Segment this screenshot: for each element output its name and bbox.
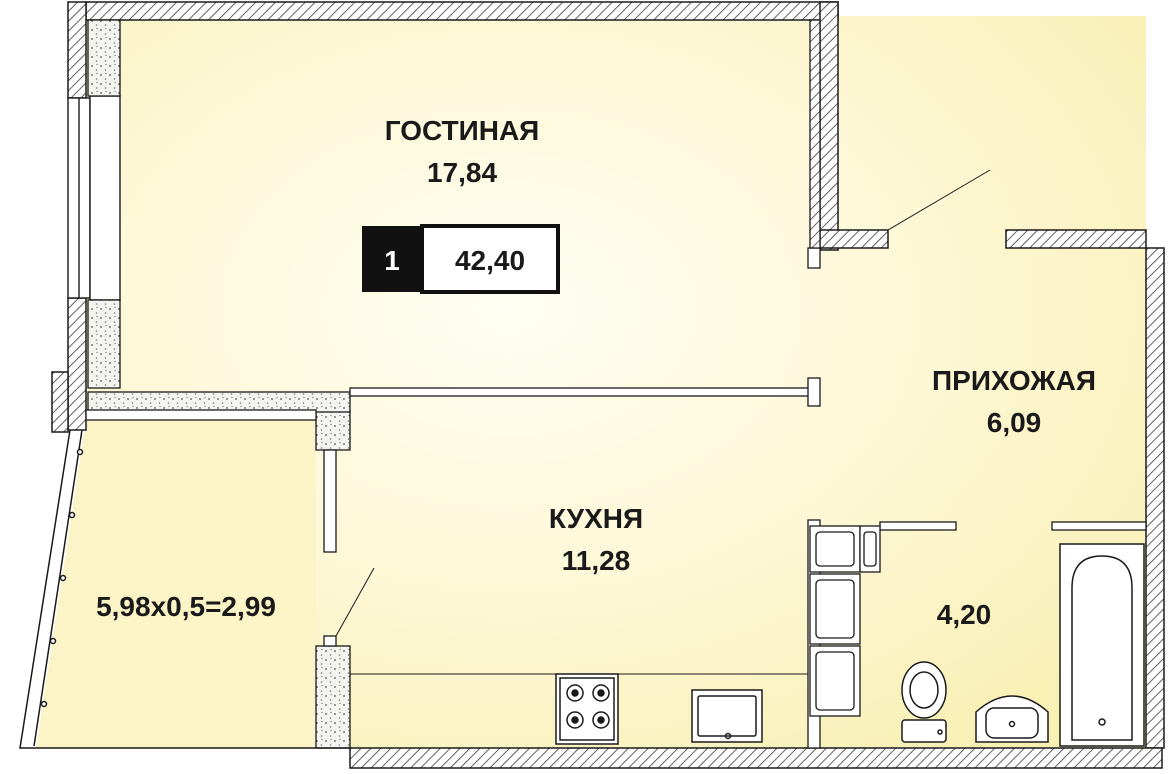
kitchen-sink-icon (691, 689, 763, 743)
bathroom-area: 4,20 (937, 599, 992, 630)
kitchen-name: КУХНЯ (549, 503, 643, 534)
door-lines (335, 169, 991, 637)
bathroom-storage (809, 525, 881, 717)
total-area: 42,40 (455, 245, 525, 276)
room-count: 1 (384, 245, 400, 276)
washbasin-icon (975, 695, 1049, 743)
balcony-railing (19, 429, 350, 749)
bathtub-icon (1059, 543, 1145, 747)
hall-name: ПРИХОЖАЯ (932, 365, 1096, 396)
living-room-name: ГОСТИНАЯ (385, 115, 540, 146)
balcony-area: 5,98х0,5=2,99 (96, 591, 276, 622)
toilet-icon (901, 661, 947, 743)
living-room-area: 17,84 (427, 157, 497, 188)
outer-walls (51, 1, 1165, 769)
floor-area (36, 16, 1146, 748)
stove-icon (555, 673, 619, 745)
hall-area: 6,09 (987, 407, 1042, 438)
inner-block-walls (87, 19, 351, 749)
window (67, 95, 121, 301)
apartment-badge: 1 42,40 (362, 224, 560, 294)
kitchen-area: 11,28 (562, 545, 631, 576)
